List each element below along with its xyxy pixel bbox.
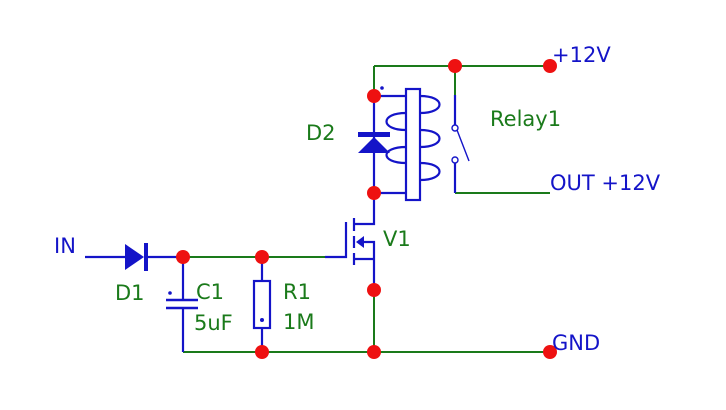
labels: +12V OUT +12V GND IN Relay1 D2 V1 D1 C1 …: [54, 43, 661, 355]
junction-dot: [255, 345, 269, 359]
relay1-core: [404, 87, 422, 202]
relay1-ref-label: Relay1: [490, 107, 561, 131]
junction-vcc-port: [543, 59, 557, 73]
v1-mosfet: [325, 193, 376, 290]
in-port-label: IN: [54, 234, 76, 258]
d2-ref-label: D2: [306, 121, 336, 145]
relay1-coil: [374, 86, 441, 202]
r1-marker-dot: [260, 318, 264, 322]
c1-value-label: 5uF: [194, 311, 233, 335]
junction-dot: [367, 345, 381, 359]
switch-lever: [456, 129, 470, 162]
junction-dot: [367, 283, 381, 297]
v1-gate-lead: [325, 222, 348, 259]
c1-polarity-dot: [168, 291, 172, 295]
d1-anode-triangle: [125, 244, 144, 270]
v1-ref-label: V1: [383, 227, 411, 251]
out-port-label: OUT +12V: [550, 171, 661, 195]
d1-ref-label: D1: [115, 281, 145, 305]
v1-drain: [354, 193, 376, 226]
junction-dot: [367, 186, 381, 200]
d2-diode: [358, 96, 390, 193]
d1-diode: [85, 243, 183, 271]
junctions: [176, 59, 557, 359]
junction-dot: [367, 89, 381, 103]
c1-capacitor: [166, 257, 198, 352]
r1-resistor: [252, 257, 272, 352]
vcc-port-label: +12V: [552, 43, 611, 67]
c1-ref-label: C1: [196, 280, 224, 304]
relay1-polarity-dot: [380, 86, 384, 90]
switch-common-contact: [451, 124, 459, 132]
switch-no-contact: [451, 156, 459, 164]
d2-anode-triangle: [358, 137, 390, 153]
r1-value-label: 1M: [283, 310, 314, 334]
gnd-port-label: GND: [552, 331, 600, 355]
junction-dot: [255, 250, 269, 264]
junction-dot: [176, 250, 190, 264]
relay1-switch: [451, 95, 470, 193]
v1-arrow: [356, 236, 364, 248]
r1-ref-label: R1: [283, 280, 311, 304]
d1-cathode-bar: [144, 243, 148, 271]
junction-gnd-port: [543, 345, 557, 359]
relay1-windings: [385, 94, 441, 182]
junction-dot: [448, 59, 462, 73]
v1-source-body: [362, 240, 376, 290]
d2-cathode-bar: [358, 132, 390, 137]
